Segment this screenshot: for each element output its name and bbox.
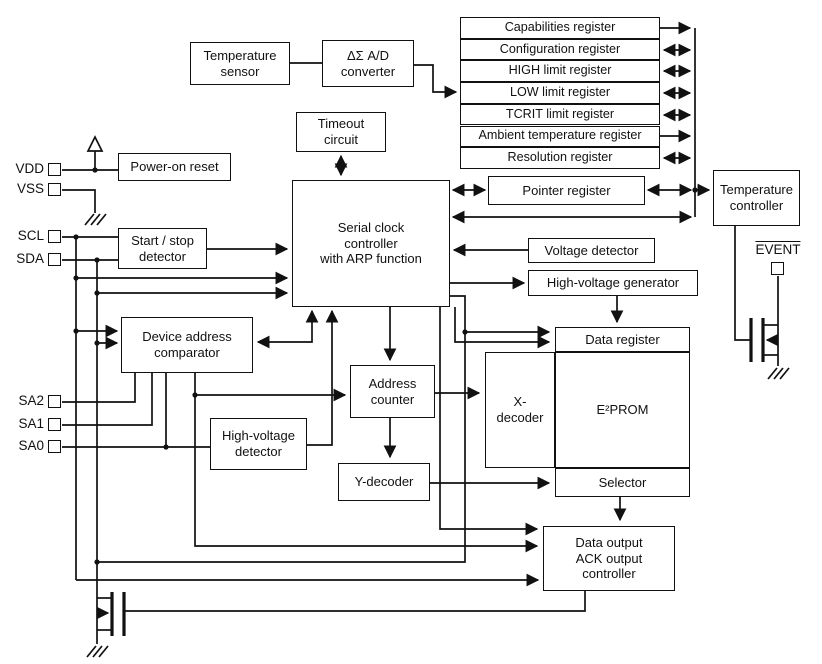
pin-label-vdd: VDD [15,161,44,176]
register-row-3: LOW limit register [460,82,660,104]
vdd-arrow-icon [86,135,104,152]
block-device-address-comparator: Device address comparator [121,317,253,373]
pin-label-vss: VSS [16,181,44,196]
ground-icon [767,367,790,380]
block-temperature-sensor: Temperature sensor [190,42,290,85]
wire-serial-data [97,295,466,563]
nmos-transistor-icon [749,318,765,362]
block-high-voltage-generator: High-voltage generator [528,270,698,296]
wire-adc-registers [414,64,458,99]
pin-sa1 [48,418,61,431]
pin-sda [48,253,61,266]
block-ad-converter: ΔΣ A/D converter [322,40,414,87]
pin-label-sa2: SA2 [18,393,44,408]
block-temperature-controller: Temperature controller [713,170,800,226]
wire-comparator-doc [194,373,539,553]
pin-vdd [48,163,61,176]
block-e2prom: E²PROM [555,352,690,468]
register-row-4: TCRIT limit register [460,103,660,126]
block-serial-clock-controller: Serial clock controller with ARP functio… [292,180,450,307]
block-data-output-controller: Data output ACK output controller [543,526,675,591]
register-row-0: Capabilities register [460,17,660,39]
pin-label-sa0: SA0 [18,438,44,453]
pin-sa2 [48,395,61,408]
pin-label-sda: SDA [16,251,44,266]
nmos-transistor-icon [110,592,126,636]
block-power-on-reset: Power-on reset [118,153,231,181]
pin-label-scl: SCL [17,228,44,243]
block-start-stop-detector: Start / stop detector [118,228,207,269]
wire-sa2 [62,373,136,403]
pin-vss [48,183,61,196]
pin-sa0 [48,440,61,453]
block-x-decoder: X- decoder [485,352,555,468]
wire-sa1 [62,373,153,426]
pin-label-event: EVENT [755,242,801,257]
ground-icon [84,213,107,226]
wire-doc-gate [124,591,586,612]
block-timeout-circuit: Timeout circuit [296,112,386,152]
ground-icon [86,645,109,658]
block-address-counter: Address counter [350,365,435,418]
wires [62,21,779,644]
register-row-2: HIGH limit register [460,60,660,83]
pin-event [771,262,784,275]
block-voltage-detector: Voltage detector [528,238,655,263]
register-row-1: Configuration register [460,38,660,61]
block-pointer-register: Pointer register [488,176,645,205]
register-row-5: Ambient temperature register [460,125,660,148]
block-high-voltage-detector: High-voltage detector [210,418,307,470]
wire-tempctrl-gate [734,226,751,341]
pin-label-sa1: SA1 [18,416,44,431]
block-data-register: Data register [555,327,690,352]
block-y-decoder: Y-decoder [338,463,430,501]
register-row-6: Resolution register [460,147,660,169]
wire-vss [62,189,96,213]
block-selector: Selector [555,468,690,497]
pin-scl [48,230,61,243]
junction-dots [73,167,698,565]
